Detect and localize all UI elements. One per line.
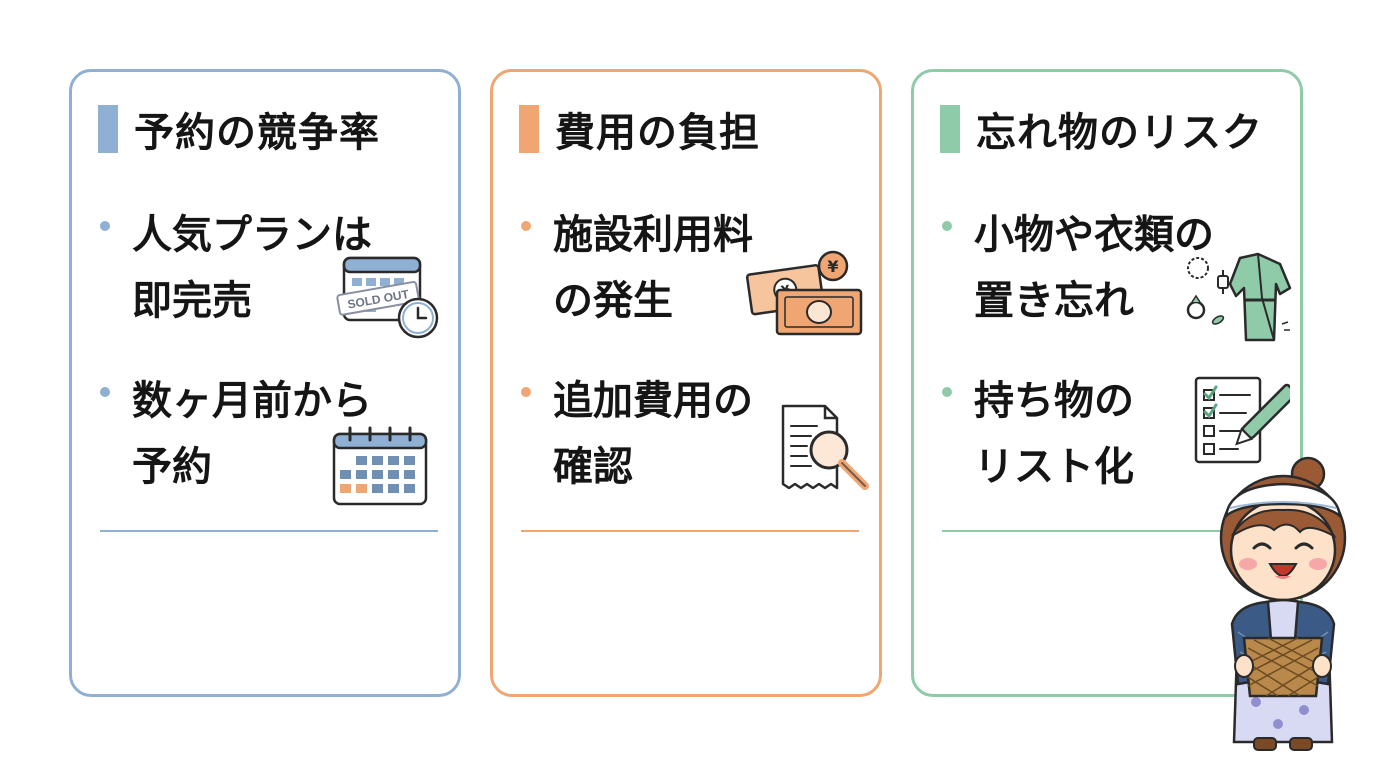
- divider: [521, 530, 859, 532]
- calendar-icon: [332, 426, 428, 506]
- card-cost: 費用の負担 施設利用料 の発生 追加費用の 確認 ¥ ¥: [490, 69, 882, 697]
- calendar-sold-out-icon: SOLD OUT: [336, 256, 439, 339]
- divider: [942, 530, 1280, 532]
- card-header: 予約の競争率: [98, 100, 380, 158]
- bullet-text: 人気プランは 即完売: [132, 212, 372, 324]
- card-title: 忘れ物のリスク: [976, 110, 1263, 156]
- mascot-girl-illustration: [1219, 456, 1347, 751]
- yen-coin-symbol: ¥: [827, 257, 838, 276]
- bullet-text: 持ち物の リスト化: [974, 378, 1134, 490]
- bullet-dot: [942, 387, 952, 397]
- bullet-dot: [100, 387, 110, 397]
- forgotten-items-icon: [1186, 252, 1292, 342]
- bullet-text: 小物や衣類の 置き忘れ: [974, 212, 1214, 324]
- card-reservation: 予約の競争率 人気プランは 即完売 数ヶ月前から 予約 SOLD OUT: [69, 69, 461, 697]
- bullet-text: 数ヶ月前から 予約: [132, 378, 372, 490]
- yen-money-icon: ¥ ¥: [745, 250, 863, 336]
- card-header: 費用の負担: [519, 100, 760, 158]
- bullet-dot: [100, 221, 110, 231]
- receipt-magnifier-icon: [781, 404, 869, 490]
- accent-bar: [940, 105, 960, 153]
- accent-bar: [519, 105, 539, 153]
- bullet-text: 追加費用の 確認: [553, 378, 753, 490]
- card-title: 予約の競争率: [134, 110, 380, 156]
- bullet-dot: [521, 221, 531, 231]
- bullet-text: 施設利用料 の発生: [553, 212, 753, 324]
- divider: [100, 530, 438, 532]
- card-forgotten: 忘れ物のリスク 小物や衣類の 置き忘れ 持ち物の リスト化: [911, 69, 1303, 697]
- checklist-icon: [1194, 376, 1290, 464]
- card-header: 忘れ物のリスク: [940, 100, 1263, 158]
- card-title: 費用の負担: [555, 110, 760, 156]
- bullet-dot: [521, 387, 531, 397]
- bullet-dot: [942, 221, 952, 231]
- accent-bar: [98, 105, 118, 153]
